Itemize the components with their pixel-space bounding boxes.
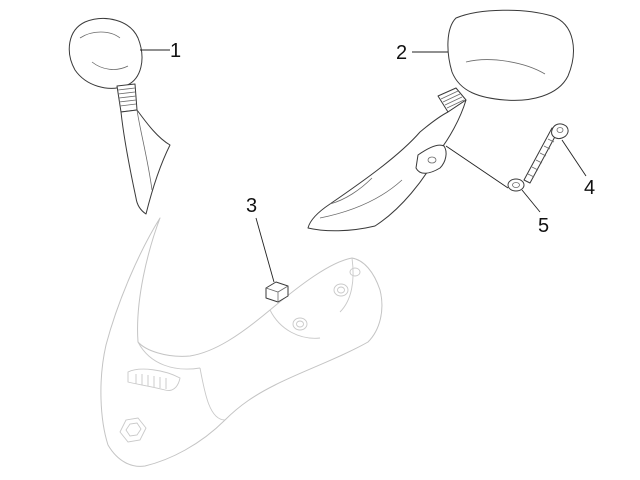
leader-line-5 bbox=[521, 189, 541, 213]
callout-4: 4 bbox=[584, 177, 595, 199]
leader-line-joint bbox=[445, 145, 509, 189]
callout-3: 3 bbox=[246, 195, 257, 217]
screw-part bbox=[523, 123, 569, 184]
callout-1: 1 bbox=[170, 40, 181, 62]
left-mirror-part bbox=[68, 18, 171, 215]
front-fairing-ghost bbox=[100, 217, 383, 467]
callout-2: 2 bbox=[396, 42, 407, 64]
leader-line-3 bbox=[255, 217, 275, 283]
callout-5: 5 bbox=[538, 215, 549, 237]
right-mirror-part bbox=[307, 9, 574, 232]
leader-line-4 bbox=[561, 139, 587, 177]
washer-part bbox=[507, 178, 525, 192]
clip-part bbox=[265, 281, 289, 303]
leader-lines bbox=[140, 49, 587, 283]
